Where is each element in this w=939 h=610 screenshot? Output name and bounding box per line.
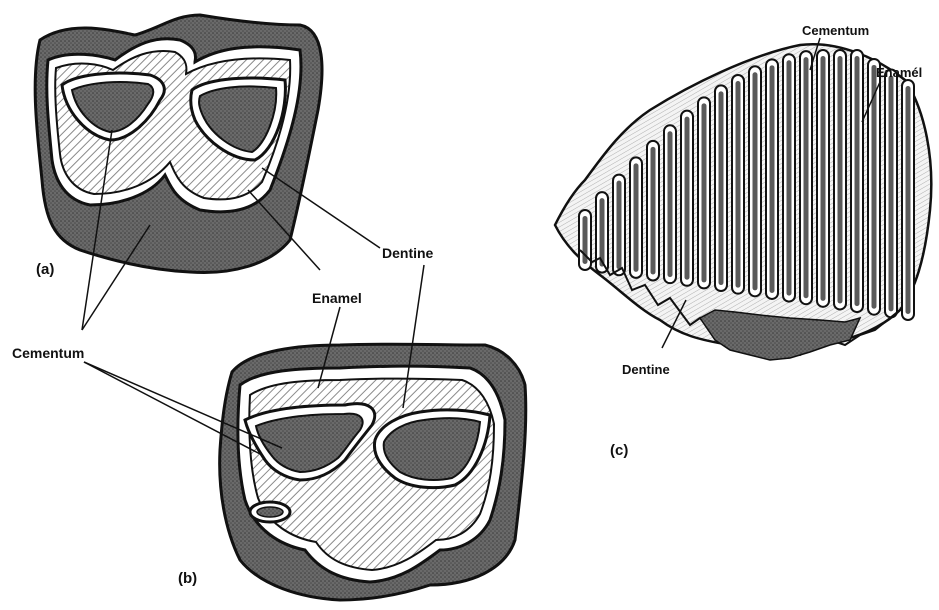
panel-a: (a) <box>35 15 322 278</box>
label-enamel: Enamel <box>312 290 362 306</box>
label-enamel-c: Enamél <box>876 65 922 80</box>
panel-b-cementum-islet <box>257 507 283 517</box>
panel-c-cementum-plate <box>872 65 877 309</box>
panel-c-cementum-plate <box>889 75 894 311</box>
panel-b: (b) <box>178 344 526 600</box>
panel-c-caption: (c) <box>610 442 628 459</box>
panel-c-cementum-plate <box>719 91 724 285</box>
panel-c-cementum-plate <box>906 86 911 314</box>
panel-c-cementum-plate <box>668 131 673 277</box>
panel-c-cementum-plate <box>838 56 843 303</box>
panel-c-cementum-plate <box>736 81 741 288</box>
panel-c-cementum-plate <box>702 103 707 282</box>
panel-c: (c) <box>555 44 931 459</box>
label-cementum-c: Cementum <box>802 23 869 38</box>
panel-c-cementum-plate <box>685 117 690 280</box>
label-dentine: Dentine <box>382 245 434 261</box>
panel-b-caption: (b) <box>178 570 197 587</box>
label-cementum: Cementum <box>12 345 84 361</box>
panel-c-cementum-plate <box>617 181 622 270</box>
panel-c-cementum-plate <box>804 57 809 298</box>
panel-c-cementum-plate <box>651 147 656 275</box>
label-dentine-c: Dentine <box>622 362 670 377</box>
panel-c-cementum-plate <box>770 65 775 293</box>
panel-c-cementum-plate <box>634 163 639 271</box>
panel-c-cementum-plate <box>855 56 860 306</box>
panel-a-caption: (a) <box>36 261 54 278</box>
panel-c-cementum-plate <box>600 198 605 266</box>
panel-c-cementum-plate <box>787 60 792 295</box>
panel-c-cementum-plate <box>753 72 758 290</box>
panel-c-cementum-plate <box>821 56 826 301</box>
